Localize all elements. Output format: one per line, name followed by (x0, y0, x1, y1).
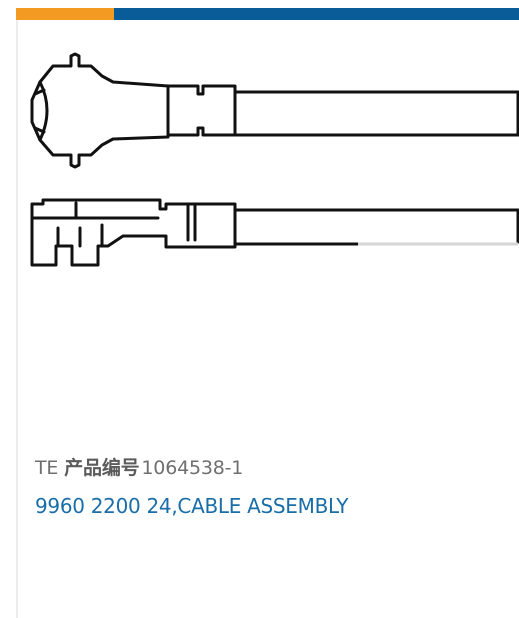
card-left-border (16, 20, 18, 618)
part-number-value: 1064538-1 (141, 457, 244, 479)
cable-assembly-drawing-icon (18, 20, 519, 320)
part-number-label: 产品编号 (64, 457, 140, 479)
brand-label: TE (35, 457, 59, 479)
accent-bar-blue (114, 8, 519, 20)
product-image[interactable] (18, 20, 519, 320)
accent-bar-orange (16, 8, 114, 20)
product-title-link[interactable]: 9960 2200 24,CABLE ASSEMBLY (35, 494, 349, 518)
accent-bar (16, 8, 519, 20)
